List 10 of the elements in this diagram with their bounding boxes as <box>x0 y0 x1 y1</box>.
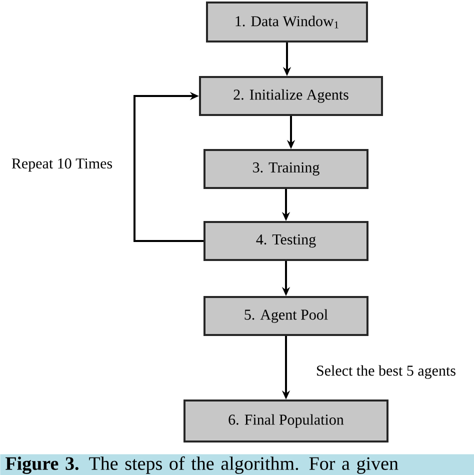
caption: Figure 3. The steps of the algorithm. For a given <box>0 454 474 475</box>
process-box: 5. Agent Pool <box>204 296 368 336</box>
arrow <box>134 92 204 242</box>
process-box: 6. Final Population <box>184 400 388 442</box>
process-box: 3. Training <box>204 149 368 189</box>
process-box: 1. Data Window$_{1}$ <box>206 2 368 42</box>
process-box: 2. Initialize Agents <box>199 76 383 116</box>
process-box: 4. Testing <box>204 221 368 261</box>
edge-label: Select the best 5 agents <box>315 364 457 380</box>
edge-label: Repeat 10 Times <box>10 157 114 173</box>
